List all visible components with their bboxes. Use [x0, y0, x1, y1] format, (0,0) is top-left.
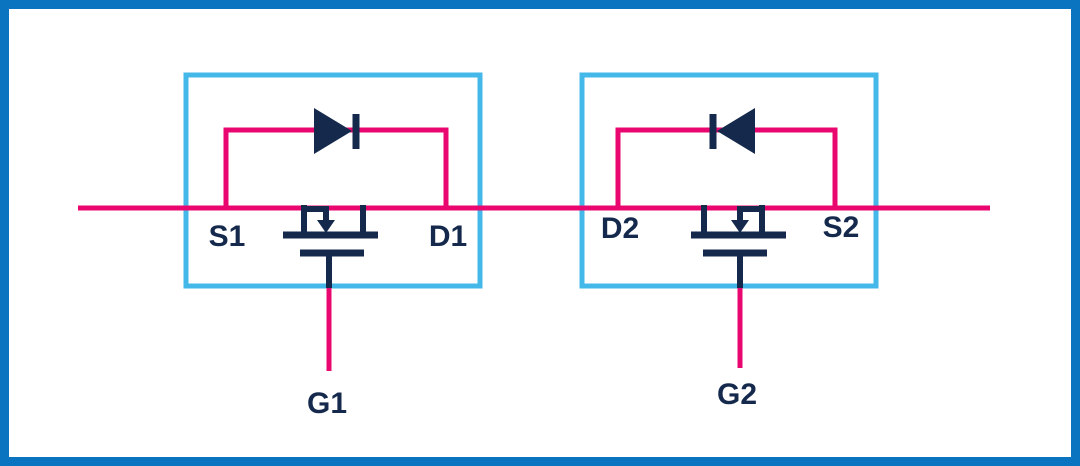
terminal-label-s2: S2 [823, 211, 860, 244]
mosfet1-body-diode-icon [314, 108, 360, 154]
mosfet1-symbol-icon [283, 205, 378, 288]
mosfet2-body-diode-loop-wire [615, 127, 838, 208]
mosfet1-package-box [183, 72, 483, 289]
terminal-label-d2: D2 [601, 212, 639, 245]
mosfet2-body-arrowhead [731, 220, 749, 233]
diode2-anode-triangle [717, 108, 755, 154]
mosfet2-package-box [579, 72, 879, 289]
mosfet2-body-diode-icon [709, 108, 755, 154]
terminal-label-d1: D1 [429, 220, 467, 253]
terminal-label-g1: G1 [307, 387, 347, 420]
mosfet1-body-diode-loop-wire [223, 127, 449, 208]
terminal-label-s1: S1 [209, 220, 246, 253]
diode1-anode-triangle [314, 108, 352, 154]
terminal-label-g2: G2 [717, 378, 757, 411]
mosfet2-symbol-icon [691, 205, 786, 288]
mosfet1-body-arrow-shaft [302, 206, 329, 222]
mosfet1-body-arrowhead [317, 220, 335, 233]
mosfet2-body-arrow-shaft [737, 206, 764, 222]
